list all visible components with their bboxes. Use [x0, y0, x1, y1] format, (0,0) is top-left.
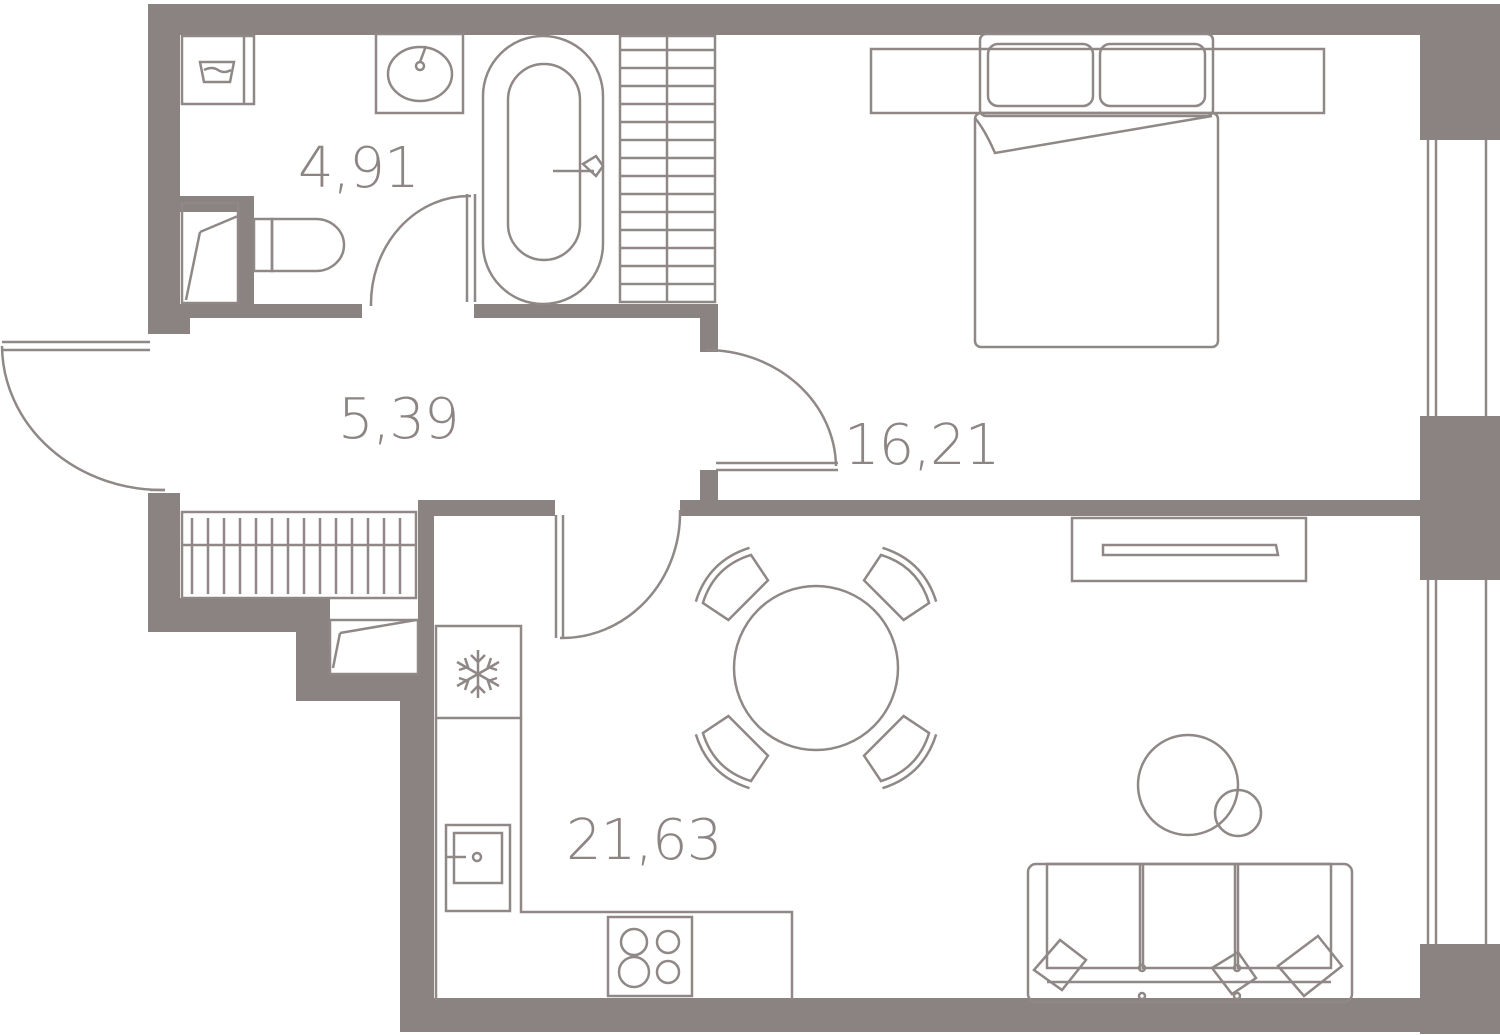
wall-segment [1420, 944, 1500, 1034]
bedroom-area: 16,21 [844, 413, 999, 478]
chair-seat [701, 553, 770, 622]
toilet [252, 217, 346, 273]
wall-segment [418, 500, 555, 516]
bathroom-sink [374, 32, 465, 115]
wall-segment [148, 598, 296, 632]
chair-back [694, 546, 750, 602]
wall-segment [418, 500, 434, 674]
dining-chair [862, 714, 938, 790]
chair-seat [701, 714, 770, 783]
wall-segment [680, 500, 1422, 516]
wall-segment [700, 304, 718, 352]
bathroom-door [369, 194, 477, 307]
wall-segment [400, 674, 434, 1032]
bedroom-door [705, 348, 838, 472]
wardrobe [618, 34, 717, 304]
tv-stand [1070, 516, 1308, 583]
sofa [1026, 862, 1354, 1004]
double-bed [869, 32, 1326, 349]
walls [148, 4, 1500, 1034]
chair-back [882, 734, 938, 790]
wall-segment [700, 470, 718, 502]
chair-seat [862, 553, 931, 622]
wall-segment [170, 304, 362, 318]
snowflake-icon [456, 650, 500, 698]
wall-segment [1420, 4, 1500, 140]
bathroom-area: 4,91 [298, 136, 419, 201]
entrance-door [0, 340, 166, 492]
windows [1426, 140, 1488, 944]
wall-segment [1420, 416, 1500, 580]
hallway-area: 5,39 [338, 387, 459, 452]
dining-chair [694, 546, 770, 622]
hall-wardrobe [180, 510, 418, 600]
washing-machine-icon [180, 34, 256, 106]
wall-segment [148, 4, 180, 334]
wardrobe-frame [180, 510, 418, 600]
coffee-table [1136, 733, 1263, 838]
dining-chairs [694, 546, 938, 790]
wall-segment [400, 998, 1500, 1032]
wall-segment [296, 674, 418, 701]
wall-segment [148, 4, 1500, 35]
chair-seat [862, 714, 931, 783]
bathtub [481, 34, 605, 306]
toilet-cabinet [180, 201, 240, 305]
kitchen-living-area: 21,63 [566, 808, 721, 873]
chair-back [882, 546, 938, 602]
cooktop-icon [606, 915, 694, 998]
dining-chair [694, 714, 770, 790]
kitchen-counter [434, 624, 794, 1000]
furniture [0, 32, 1488, 1004]
wall-segment [238, 196, 254, 304]
kitchen-door [554, 509, 682, 640]
hall-cabinet [328, 618, 420, 676]
wall-segment [180, 304, 190, 334]
chair-back [694, 734, 750, 790]
dining-table [732, 584, 900, 752]
dining-chair [862, 546, 938, 622]
room-area-labels: 4,91 5,39 16,21 21,63 [298, 136, 1000, 873]
wall-segment [474, 304, 716, 318]
